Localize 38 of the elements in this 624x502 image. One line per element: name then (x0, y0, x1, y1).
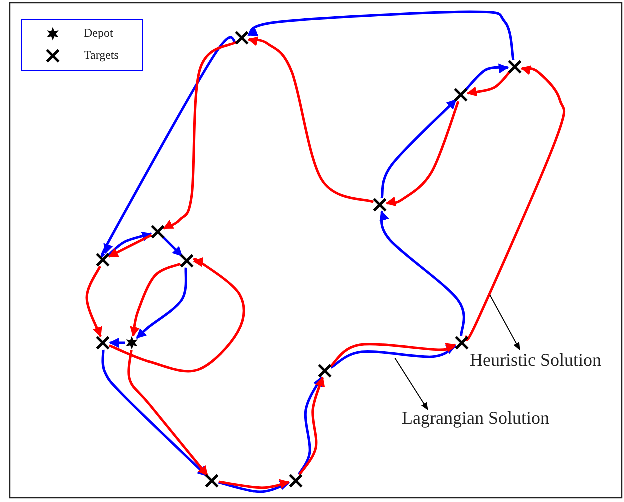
target-marker (205, 474, 219, 488)
target-marker (96, 253, 110, 267)
legend-label: Depot (84, 26, 114, 41)
route-arrow (218, 481, 290, 494)
legend-label: Targets (84, 48, 119, 63)
target-marker (235, 31, 249, 45)
route-arrow (102, 350, 208, 477)
target-marker (180, 254, 194, 268)
target-marker (455, 336, 469, 350)
route-arrow (386, 101, 460, 208)
route-arrow (136, 268, 188, 340)
route-arrow (86, 266, 102, 338)
depot-marker (125, 336, 139, 350)
route-arrow (163, 41, 237, 230)
leader-line (490, 294, 520, 351)
leader-line (394, 358, 428, 411)
series-label: Heuristic Solution (470, 350, 602, 371)
route-arrow (218, 480, 290, 490)
series-label: Lagrangian Solution (402, 408, 550, 429)
route-arrow (380, 99, 457, 199)
target-marker (454, 88, 468, 102)
target-marker (318, 364, 332, 378)
route-arrow (464, 63, 509, 91)
route-arrow (378, 210, 466, 336)
target-marker (508, 60, 522, 74)
route-arrow (128, 350, 209, 476)
target-marker (289, 474, 303, 488)
route-arrow (464, 64, 566, 341)
target-marker (96, 336, 110, 350)
route-arrow (109, 338, 125, 348)
route-arrow (248, 36, 374, 204)
route-arrow (100, 36, 237, 256)
route-arrow (248, 10, 515, 60)
target-marker (151, 225, 165, 239)
route-arrow (466, 71, 512, 97)
route-arrow (162, 236, 183, 257)
target-marker (373, 198, 387, 212)
route-arrow (130, 262, 182, 338)
